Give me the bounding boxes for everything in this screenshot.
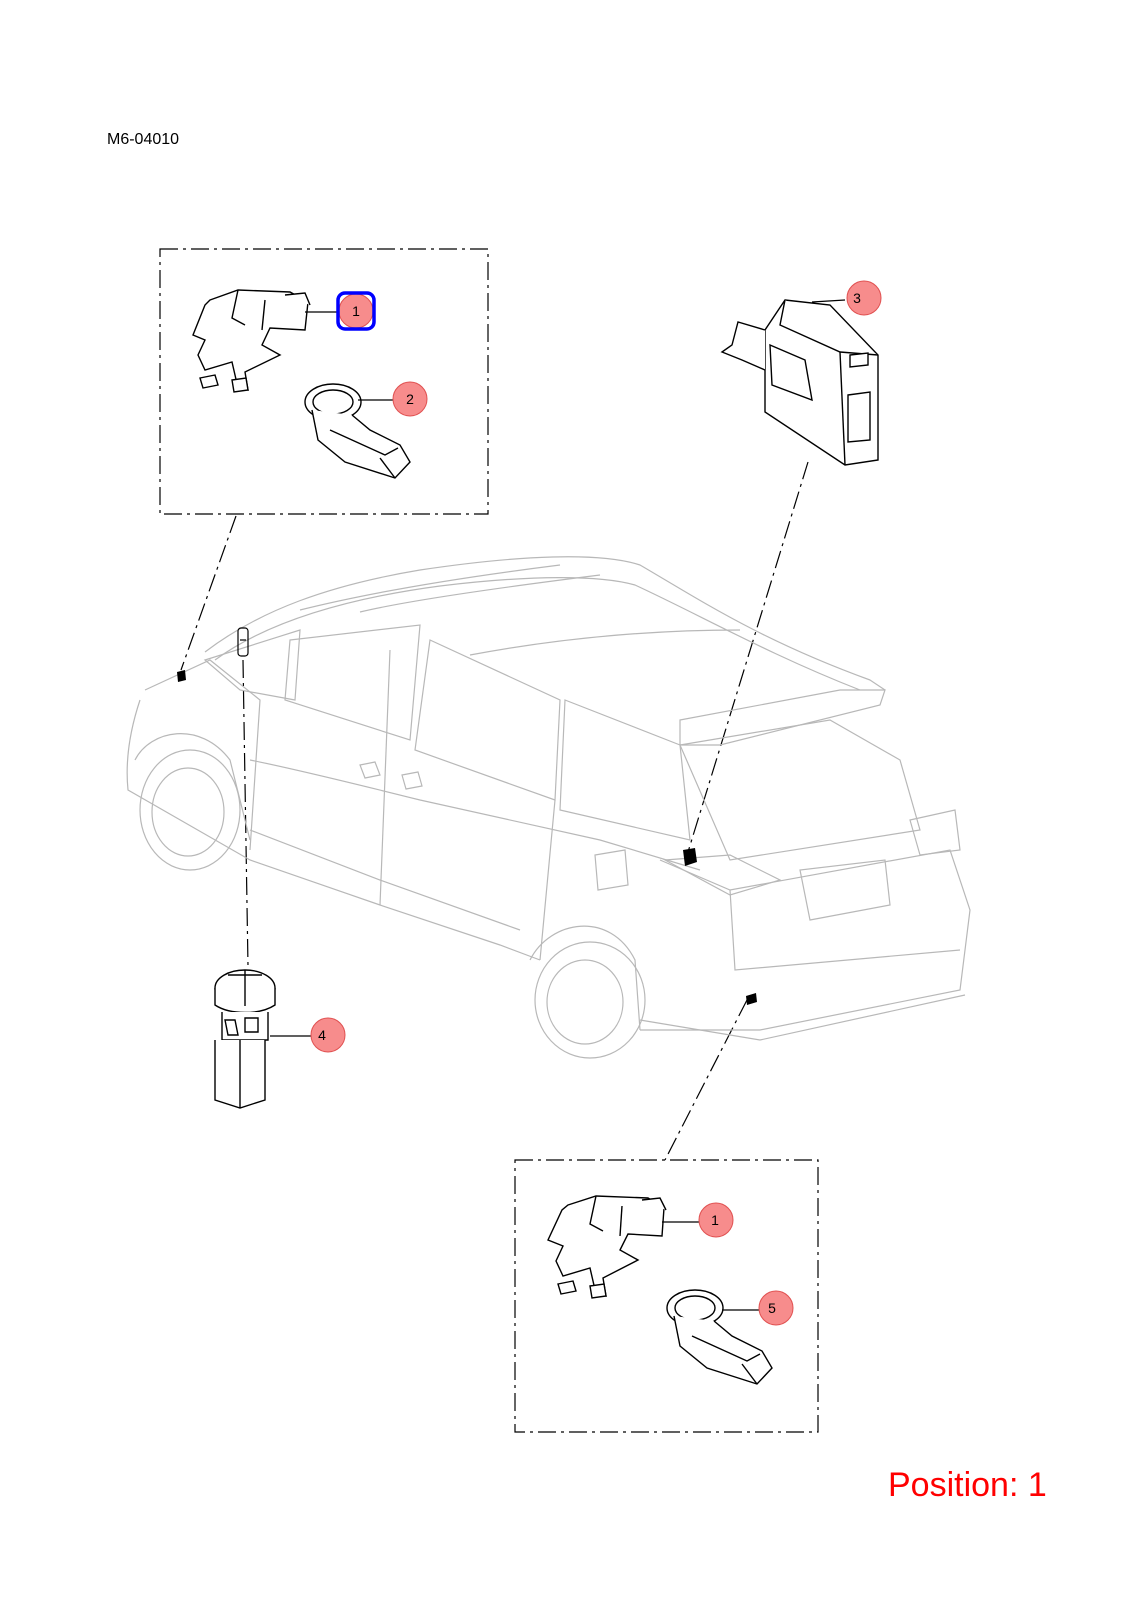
callout-1-top-label: 1 xyxy=(352,303,360,319)
detail-box-rear xyxy=(514,1159,819,1433)
callout-leaders xyxy=(270,299,846,1311)
sensor-part-top xyxy=(304,383,411,479)
detail-box-front xyxy=(159,248,489,515)
callout-3-label: 3 xyxy=(853,290,861,306)
callout-1-bottom-label: 1 xyxy=(711,1212,719,1228)
callout-2-label: 2 xyxy=(406,391,414,407)
callout-1-top[interactable]: 1 xyxy=(336,291,376,331)
callout-5[interactable]: 5 xyxy=(758,1290,794,1326)
callout-5-label: 5 xyxy=(768,1300,776,1316)
bracket-part-top xyxy=(192,289,311,393)
leader-lines xyxy=(180,461,809,1161)
windshield-sensor-mount xyxy=(237,627,249,657)
callout-1-bottom[interactable]: 1 xyxy=(698,1202,734,1238)
callout-4-label: 4 xyxy=(318,1027,326,1043)
callout-4[interactable]: 4 xyxy=(310,1017,346,1053)
control-module-part xyxy=(720,299,879,466)
callout-2[interactable]: 2 xyxy=(392,381,428,417)
callout-3[interactable]: 3 xyxy=(846,280,882,316)
sensor-part-5 xyxy=(666,1289,773,1385)
vehicle-minivan xyxy=(126,556,971,1059)
diagram-code: M6-04010 xyxy=(107,131,180,148)
bracket-part-bottom xyxy=(547,1195,667,1299)
sensor-mount-markers xyxy=(177,670,757,1005)
sensor-part-4 xyxy=(214,969,276,1109)
position-label: Position: 1 xyxy=(888,1466,1047,1504)
